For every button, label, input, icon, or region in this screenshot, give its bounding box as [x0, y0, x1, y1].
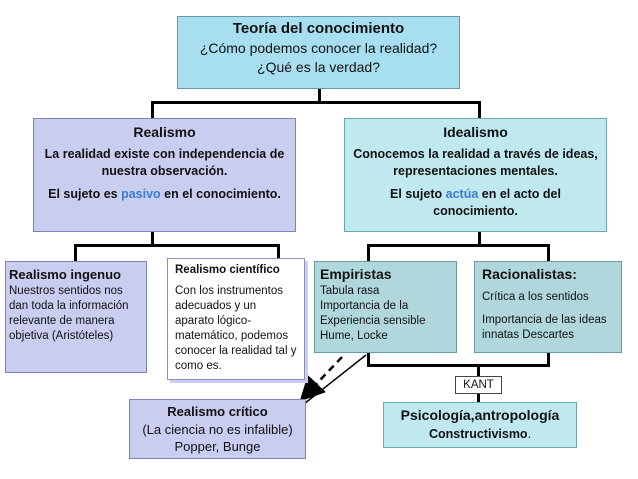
idealismo-sujeto-post: en el acto del conocimiento. — [433, 187, 561, 218]
kant-box: KANT — [455, 376, 502, 394]
connector-kant-to-psicologia — [477, 394, 480, 402]
idealismo-desc: Conocemos la realidad a través de ideas,… — [353, 147, 598, 178]
empiristas-line-3: Hume, Locke — [320, 330, 388, 342]
empiristas-line-2: Importancia de la Experiencia sensible — [320, 300, 426, 327]
critico-line-2: Popper, Bunge — [174, 439, 261, 454]
connector-top-horizontal — [151, 101, 481, 104]
realismo-box: Realismo La realidad existe con independ… — [33, 118, 296, 232]
arrow-dashed-cientifico-to-critico — [299, 356, 343, 402]
connector-realismo-down — [151, 232, 154, 246]
ingenuo-title: Realismo ingenuo — [9, 267, 121, 282]
realismo-sujeto-post: en el conocimiento. — [160, 187, 281, 201]
empiristas-line-1: Tabula rasa — [320, 285, 380, 297]
critico-line-1: (La ciencia no es infalible) — [142, 422, 293, 437]
connector-to-cientifico — [277, 244, 280, 258]
idealismo-sujeto: El sujeto actúa en el acto del conocimie… — [353, 186, 598, 220]
realismo-critico-box: Realismo crítico (La ciencia no es infal… — [129, 399, 306, 459]
psicologia-sub-line: Constructivismo. — [384, 427, 576, 441]
realismo-title: Realismo — [133, 124, 196, 140]
idealismo-box: Idealismo Conocemos la realidad a través… — [344, 118, 607, 232]
idealismo-sujeto-pre: El sujeto — [390, 187, 446, 201]
connector-bracket-horizontal — [367, 364, 550, 367]
ingenuo-body: Nuestros sentidos nos dan toda la inform… — [9, 285, 129, 342]
kant-label: KANT — [463, 379, 494, 391]
arrow-empiristas-to-critico — [303, 354, 367, 405]
connector-to-empiristas — [367, 244, 370, 261]
critico-title: Realismo crítico — [167, 404, 268, 419]
realismo-sujeto-pre: El sujeto es — [48, 187, 122, 201]
idealismo-sujeto-key: actúa — [445, 187, 479, 201]
teoria-question-1: ¿Cómo podemos conocer la realidad? — [199, 40, 438, 56]
connector-bracket-racionalistas — [547, 353, 550, 367]
psicologia-sub: Constructivismo — [428, 427, 528, 441]
connector-idealismo-horizontal — [367, 244, 550, 247]
idealismo-title: Idealismo — [443, 124, 508, 140]
psicologia-title: Psicología,antropología — [400, 407, 560, 423]
empiristas-box: Empiristas Tabula rasa Importancia de la… — [314, 261, 457, 353]
psicologia-sub-end: . — [527, 427, 532, 441]
connector-top-down — [318, 89, 321, 103]
racionalistas-line-2: Importancia de las ideas innatas Descart… — [482, 314, 607, 341]
connector-to-racionalistas — [547, 244, 550, 261]
realismo-ingenuo-box: Realismo ingenuo Nuestros sentidos nos d… — [5, 261, 147, 373]
teoria-title: Teoría del conocimiento — [232, 20, 405, 37]
connector-realismo-horizontal — [74, 244, 280, 247]
racionalistas-line-1: Crítica a los sentidos — [482, 291, 589, 303]
realismo-cientifico-box: Realismo científico Con los instrumentos… — [167, 258, 305, 380]
realismo-sujeto-key: pasivo — [121, 187, 161, 201]
realismo-desc: La realidad existe con independencia de … — [44, 147, 285, 178]
cientifico-body: Con los instrumentos adecuados y un apar… — [175, 285, 297, 372]
cientifico-title: Realismo científico — [175, 264, 280, 276]
connector-idealismo-down — [478, 232, 481, 246]
teoria-conocimiento-box: Teoría del conocimiento ¿Cómo podemos co… — [177, 16, 460, 89]
racionalistas-title: Racionalistas: — [482, 266, 577, 282]
teoria-question-2: ¿Qué es la verdad? — [257, 59, 380, 75]
realismo-sujeto: El sujeto es pasivo en el conocimiento. — [42, 186, 287, 203]
connector-to-kant — [477, 364, 480, 376]
psicologia-box: Psicología,antropología Constructivismo. — [383, 402, 577, 448]
connector-bracket-empiristas — [367, 353, 370, 367]
connector-to-realismo — [151, 101, 154, 118]
racionalistas-box: Racionalistas: Crítica a los sentidos Im… — [474, 261, 622, 353]
connector-to-ingenuo — [74, 244, 77, 261]
empiristas-title: Empiristas — [320, 266, 392, 282]
connector-to-idealismo — [478, 101, 481, 118]
